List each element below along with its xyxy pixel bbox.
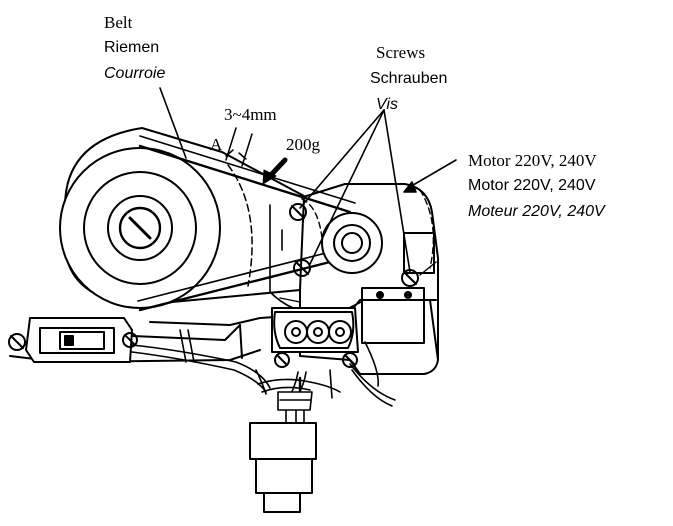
screws-label-fr: Vis [376, 96, 398, 113]
connector-block [361, 287, 425, 344]
gap-dimension [225, 127, 253, 167]
large-pulley [59, 127, 305, 309]
wire-harness [131, 329, 396, 425]
gap-label: 3~4mm [224, 105, 277, 124]
force-label: 200g [286, 135, 320, 154]
motor-label-en: Motor 220V, 240V [468, 151, 597, 170]
drive-belt [137, 135, 356, 312]
motor-label-de: Motor 220V, 240V [468, 177, 596, 194]
motor-pulley [299, 197, 383, 274]
screws-label-en: Screws [376, 43, 426, 62]
belt-label-en: Belt [104, 13, 133, 32]
power-plug [249, 422, 317, 513]
motor-label-fr: Moteur 220V, 240V [468, 203, 605, 220]
force-arrow [262, 157, 288, 185]
switch-module [8, 317, 138, 363]
screw-upper [289, 203, 307, 221]
screw-lower [293, 259, 311, 277]
point-a-label: A [210, 135, 223, 154]
belt-label-de: Riemen [104, 39, 160, 56]
terminal-block [271, 307, 359, 368]
belt-label-fr: Courroie [104, 65, 166, 82]
screws-label-de: Schrauben [370, 70, 448, 87]
leader-lines [159, 87, 457, 273]
